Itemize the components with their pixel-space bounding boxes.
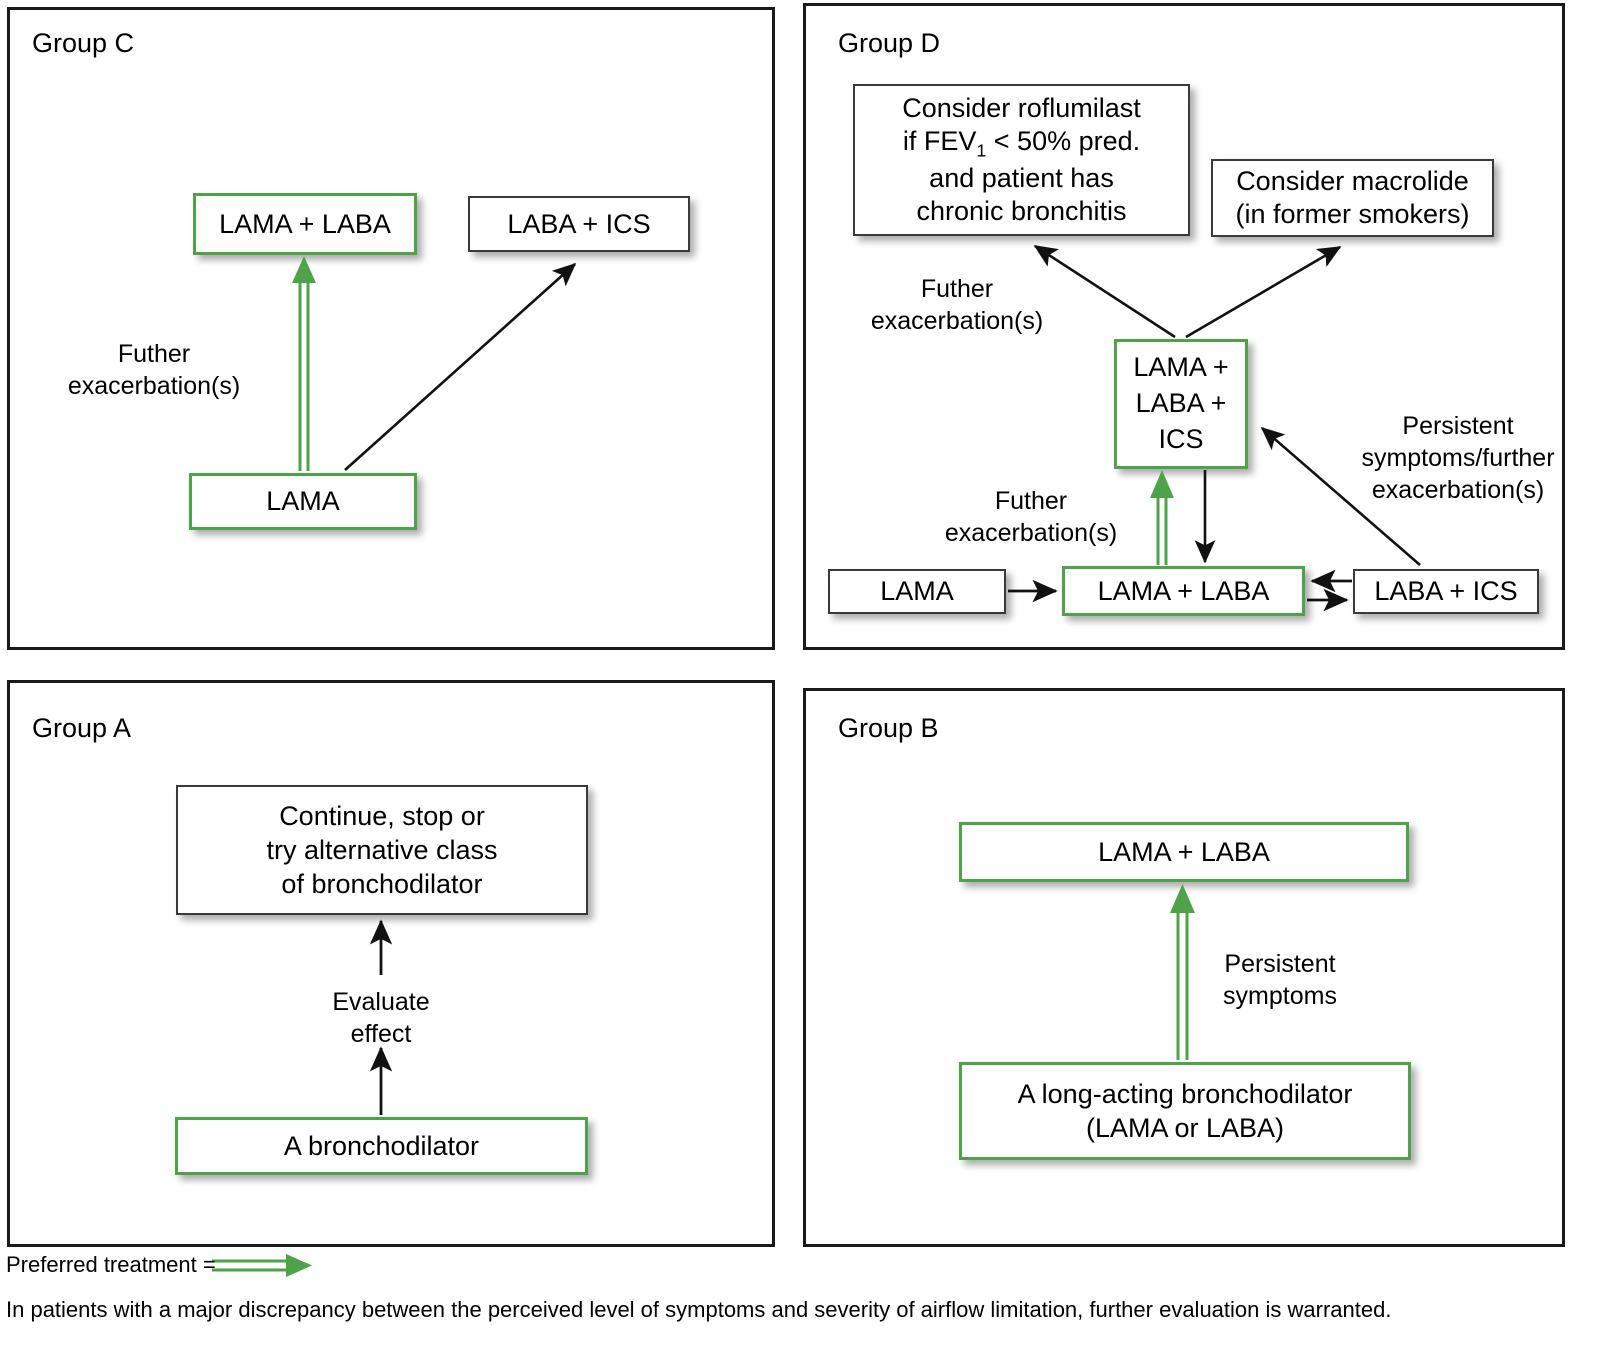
label-group-b-persistent-symptoms: Persistent symptoms: [1223, 950, 1337, 1010]
legend-label: Preferred treatment =: [6, 1252, 216, 1277]
box-label-line-2: (in former smokers): [1235, 199, 1470, 229]
box-label: LAMA: [880, 576, 954, 607]
box-label-line-1: Consider roflumilast: [902, 92, 1141, 123]
box-label: LAMA + LABA: [1098, 836, 1270, 867]
box-label-line-4: chronic bronchitis: [916, 196, 1127, 227]
box-label-line-3: ICS: [1158, 423, 1204, 454]
box-label: LABA + ICS: [507, 208, 651, 239]
box-label: A bronchodilator: [283, 1130, 480, 1161]
box-group-c-laba-ics[interactable]: LABA + ICS: [468, 196, 690, 252]
box-group-c-lama-laba[interactable]: LAMA + LABA: [193, 193, 417, 255]
label-group-a-evaluate-effect: Evaluate effect: [332, 988, 430, 1048]
box-group-a-bronchodilator[interactable]: A bronchodilator: [175, 1117, 588, 1175]
panel-title-group-a: Group A: [32, 713, 132, 743]
box-group-c-lama[interactable]: LAMA: [189, 473, 417, 530]
box-group-b-lama-laba[interactable]: LAMA + LABA: [959, 822, 1409, 882]
box-group-b-long-acting[interactable]: A long-acting bronchodilator (LAMA or LA…: [959, 1062, 1411, 1160]
box-label-line-2: (LAMA or LABA): [1085, 1113, 1285, 1143]
label-group-d-further-exacerbations-top: Futher exacerbation(s): [870, 275, 1044, 335]
box-label: LABA + ICS: [1374, 576, 1518, 607]
box-group-d-macrolide[interactable]: Consider macrolide (in former smokers): [1211, 159, 1494, 237]
label-group-c-further-exacerbations: Futher exacerbation(s): [67, 340, 241, 400]
footer-note: In patients with a major discrepancy bet…: [6, 1297, 1392, 1322]
box-group-d-lama-laba[interactable]: LAMA + LABA: [1062, 566, 1305, 616]
legend-preferred-arrow: [212, 1254, 312, 1277]
footer-legend: Preferred treatment =: [6, 1252, 226, 1278]
box-group-a-continue[interactable]: Continue, stop or try alternative class …: [176, 785, 588, 915]
box-label-line-3: of bronchodilator: [281, 869, 483, 899]
label-group-d-persistent: Persistent symptoms/further exacerbation…: [1361, 412, 1555, 504]
box-group-d-roflumilast[interactable]: Consider roflumilast if FEV1 < 50% pred.…: [853, 84, 1190, 236]
panel-title-group-b: Group B: [838, 713, 939, 743]
box-label-line-3: and patient has: [929, 163, 1114, 194]
label-group-d-further-exacerbations-mid: Futher exacerbation(s): [944, 487, 1118, 547]
box-label: LAMA + LABA: [1097, 575, 1270, 606]
box-label-line-2: LABA +: [1135, 388, 1227, 419]
box-label-line-1: LAMA +: [1133, 352, 1229, 383]
box-label-line-1: Continue, stop or: [279, 800, 485, 831]
box-group-d-lama-laba-ics[interactable]: LAMA + LABA + ICS: [1114, 339, 1248, 469]
fev1-subscript: 1: [976, 140, 987, 161]
box-label-line-1: Consider macrolide: [1236, 165, 1469, 196]
panel-title-group-c: Group C: [32, 28, 135, 58]
box-label-line-2: if FEV1 < 50% pred.: [902, 125, 1141, 161]
panel-title-group-d: Group D: [838, 28, 941, 58]
box-group-d-laba-ics[interactable]: LABA + ICS: [1353, 569, 1539, 614]
box-label-line-2: try alternative class: [266, 834, 498, 865]
box-label-line-1: A long-acting bronchodilator: [1017, 1078, 1353, 1109]
box-label: LAMA: [266, 486, 340, 517]
box-group-d-lama[interactable]: LAMA: [828, 569, 1006, 614]
panel-group-c: [7, 7, 775, 650]
panel-group-b: [803, 688, 1565, 1247]
box-label: LAMA + LABA: [219, 208, 391, 239]
